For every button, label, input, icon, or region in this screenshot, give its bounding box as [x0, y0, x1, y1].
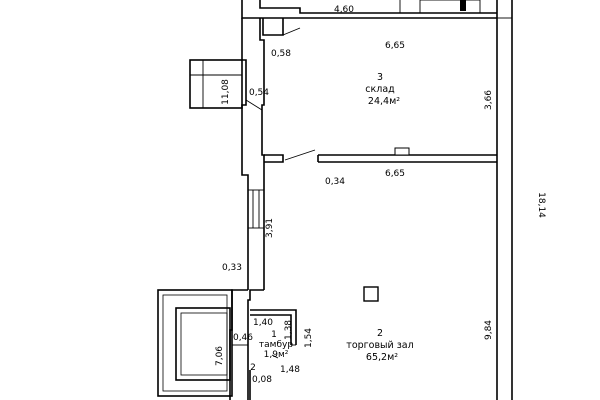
dim-4-60: 4,60	[334, 5, 354, 15]
dim-0-58: 0,58	[271, 49, 291, 59]
room-1-area: 1,9м²	[264, 350, 289, 360]
left-window	[248, 189, 264, 229]
right-exterior-wall	[496, 0, 513, 400]
dim-9-84: 9,84	[484, 320, 494, 340]
dim-0-34: 0,34	[325, 177, 345, 187]
room-3-label: 3 склад 24,4м²	[365, 72, 400, 107]
dim-1-54: 1,54	[304, 328, 314, 348]
room-1-number: 1	[271, 330, 277, 340]
room-2-label: 2 торговый зал 65,2м²	[346, 328, 413, 363]
left-bay-window	[189, 59, 243, 109]
room-2-number: 2	[377, 328, 383, 339]
left-wall-upper	[241, 18, 265, 290]
dim-0-46: 0,46	[233, 333, 253, 343]
dim-0-33: 0,33	[222, 263, 242, 273]
dim-0-54: 0,54	[249, 88, 269, 98]
top-left-block	[262, 18, 301, 36]
room-3-area: 24,4м²	[368, 96, 400, 107]
top-wall	[241, 0, 497, 19]
dim-0-08: 0,08	[252, 375, 272, 385]
room-3-name: склад	[365, 84, 395, 95]
dim-2: 2	[250, 363, 256, 373]
dim-3-66: 3,66	[484, 90, 494, 110]
dim-7-06: 7,06	[215, 346, 225, 366]
dim-11-08: 11,08	[221, 79, 231, 105]
room-1-label: 1 тамбур 1,9м²	[259, 330, 293, 360]
dim-1-48: 1,48	[280, 365, 300, 375]
entry-porch	[157, 289, 233, 397]
partition-wall	[264, 147, 497, 163]
room-2-name: торговый зал	[346, 340, 413, 351]
dim-1-40: 1,40	[253, 318, 273, 328]
vertical-dimension-labels: 11,08 3,66 18,14 3,91 1,38 1,54 9,84 7,0…	[215, 79, 546, 366]
room-2-area: 65,2м²	[366, 352, 398, 363]
dim-18-14: 18,14	[536, 192, 546, 218]
room-3-number: 3	[377, 72, 383, 83]
tambur-walls	[249, 309, 297, 400]
dim-6-65-top: 6,65	[385, 41, 405, 51]
room-1-name: тамбур	[259, 340, 293, 350]
dim-6-65-mid: 6,65	[385, 169, 405, 179]
column	[363, 286, 379, 302]
dimension-labels: 4,60 0,58 6,65 0,54 0,34 6,65 0,33 1,40 …	[222, 5, 405, 385]
dim-3-91: 3,91	[265, 218, 275, 238]
dim-1-38: 1,38	[284, 320, 294, 340]
